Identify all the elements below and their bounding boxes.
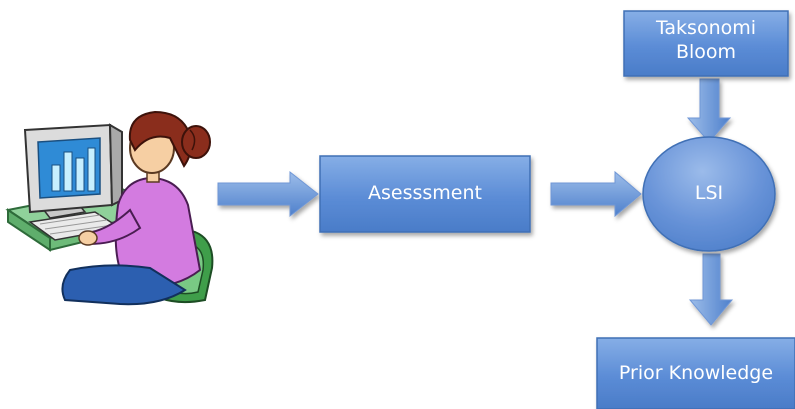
- arrow-taksonomi-to-lsi: [686, 78, 732, 143]
- arrow-to-lsi: [550, 170, 642, 218]
- taksonomi-box: [623, 10, 789, 77]
- arrow-lsi-to-prior: [688, 253, 734, 326]
- person-at-computer-icon: [5, 110, 214, 306]
- arrow-to-assessment: [217, 170, 319, 218]
- assessment-box: [319, 155, 531, 233]
- lsi-ellipse: [642, 136, 776, 252]
- prior-knowledge-box: [596, 337, 795, 409]
